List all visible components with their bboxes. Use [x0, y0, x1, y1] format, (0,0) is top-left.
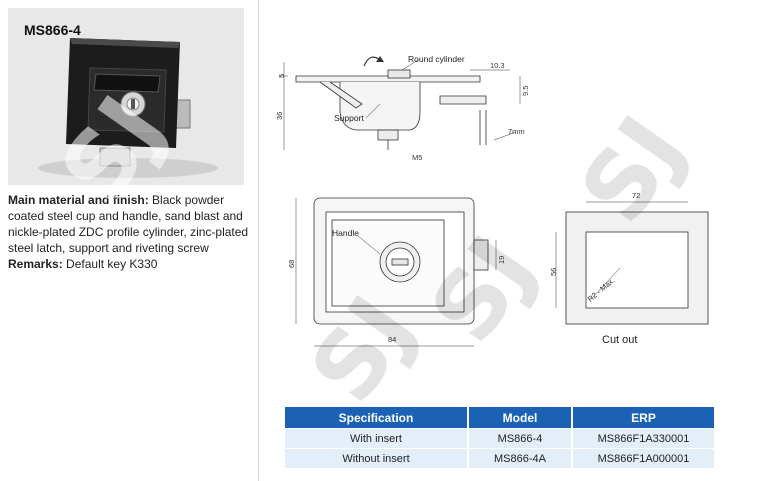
remarks-text: Default key K330 [66, 257, 158, 271]
table-row: With insert MS866-4 MS866F1A330001 [285, 428, 714, 449]
row-erp: MS866F1A000001 [571, 448, 714, 468]
row-spec: With insert [285, 428, 468, 449]
cutout-drawing [555, 201, 709, 325]
spec-table: Specification Model ERP With insert MS86… [285, 407, 714, 468]
remarks-label: Remarks: [8, 257, 63, 271]
dim-84: 84 [388, 335, 396, 344]
header-specification: Specification [285, 407, 468, 429]
material-label: Main material and finish: [8, 193, 149, 207]
dim-7mm: 7mm [508, 127, 525, 136]
technical-drawings: Round cylinder Support 10.3 9.5 5 36 7mm… [275, 54, 709, 347]
support-callout: Support [334, 113, 364, 123]
row-erp: MS866F1A330001 [571, 428, 714, 449]
cutout-label: Cut out [602, 334, 638, 346]
dim-10-3: 10.3 [490, 61, 505, 70]
dim-36: 36 [275, 112, 284, 120]
handle-callout: Handle [332, 228, 359, 238]
header-erp: ERP [571, 407, 714, 429]
row-model: MS866-4A [467, 448, 572, 468]
table-row: Without insert MS866-4A MS866F1A000001 [285, 448, 714, 468]
product-title: MS866-4 [24, 22, 81, 38]
product-description: Main material and finish: Black powder c… [8, 192, 252, 272]
material-text: Black powder coated steel cup and handle… [8, 193, 249, 255]
dim-72: 72 [632, 191, 640, 200]
dim-m5: M5 [412, 153, 422, 162]
column-divider [258, 0, 259, 481]
front-view-drawing [295, 197, 497, 347]
dim-56: 56 [549, 268, 558, 276]
round-cylinder-callout: Round cylinder [408, 54, 465, 64]
dim-68: 68 [287, 260, 296, 268]
dim-5: 5 [277, 74, 286, 78]
product-photo: MS866-4 [8, 8, 244, 185]
header-model: Model [467, 407, 572, 429]
row-spec: Without insert [285, 448, 468, 468]
side-view-drawing [280, 56, 521, 150]
dim-19: 19 [497, 256, 506, 264]
lock-photo-illustration [8, 8, 244, 185]
spec-table-header: Specification Model ERP [285, 407, 714, 429]
dim-9-5: 9.5 [521, 86, 530, 96]
row-model: MS866-4 [467, 428, 572, 449]
